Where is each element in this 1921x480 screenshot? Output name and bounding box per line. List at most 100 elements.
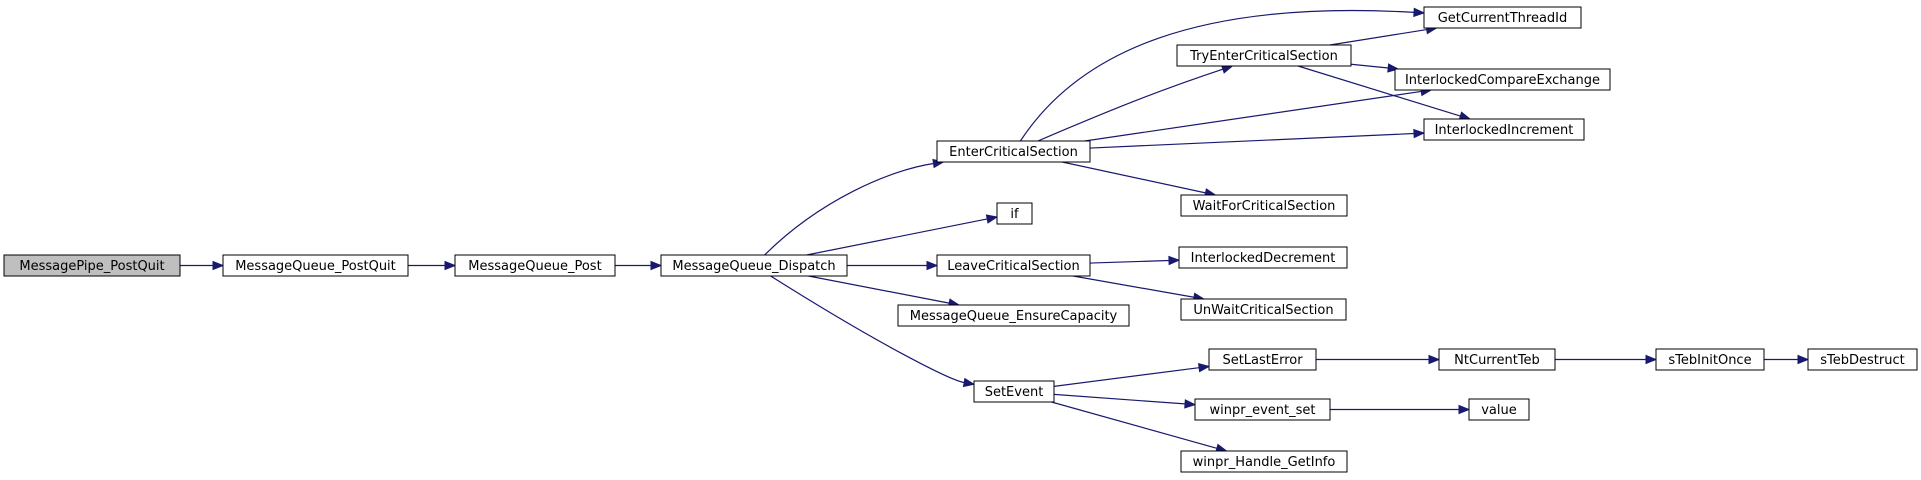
node-message-queue-post[interactable]: MessageQueue_Post xyxy=(454,254,616,277)
node-interlocked-increment[interactable]: InterlockedIncrement xyxy=(1423,118,1585,141)
node-label: EnterCriticalSection xyxy=(949,145,1078,160)
arrowhead-icon xyxy=(962,377,976,388)
edge-enter-critical-section-to-interlocked-increment xyxy=(1089,128,1426,149)
node-interlocked-decrement[interactable]: InterlockedDecrement xyxy=(1178,246,1348,269)
node-box xyxy=(1438,348,1556,371)
node-label: NtCurrentTeb xyxy=(1454,353,1540,368)
node-box xyxy=(1423,118,1585,141)
node-label: MessageQueue_Dispatch xyxy=(672,259,835,274)
edge-message-pipe-post-quit-to-message-queue-post-quit xyxy=(180,260,225,271)
edges-layer xyxy=(180,7,1810,453)
node-box xyxy=(1180,450,1348,473)
arrowhead-icon xyxy=(1413,7,1426,18)
arrowhead-icon xyxy=(650,260,663,271)
node-box xyxy=(1807,348,1918,371)
node-label: InterlockedCompareExchange xyxy=(1405,73,1600,88)
node-label: InterlockedIncrement xyxy=(1435,123,1574,138)
edge-enter-critical-section-to-get-current-thread-id xyxy=(1019,7,1426,142)
edge-message-queue-dispatch-to-set-event xyxy=(770,275,976,388)
node-label: SetLastError xyxy=(1222,353,1303,368)
node-set-event[interactable]: SetEvent xyxy=(973,380,1055,403)
edge-set-event-to-winpr-event-set xyxy=(1053,393,1197,409)
edge-s-teb-init-once-to-s-teb-destruct xyxy=(1764,354,1810,365)
edge-line xyxy=(1053,393,1186,405)
node-label: SetEvent xyxy=(985,385,1044,400)
node-box xyxy=(996,202,1033,225)
node-message-queue-post-quit[interactable]: MessageQueue_PostQuit xyxy=(222,254,409,277)
edge-line xyxy=(1037,68,1224,142)
node-winpr-event-set[interactable]: winpr_event_set xyxy=(1194,398,1331,421)
edge-winpr-event-set-to-value xyxy=(1330,404,1471,415)
node-label: winpr_Handle_GetInfo xyxy=(1193,455,1336,470)
node-label: MessageQueue_PostQuit xyxy=(235,259,396,274)
node-leave-critical-section[interactable]: LeaveCriticalSection xyxy=(936,254,1091,277)
node-wait-for-critical-section[interactable]: WaitForCriticalSection xyxy=(1180,194,1348,217)
edge-line xyxy=(764,162,934,256)
node-label: MessagePipe_PostQuit xyxy=(19,259,164,274)
edge-line xyxy=(1089,259,1170,264)
edge-line xyxy=(1084,90,1422,142)
node-box xyxy=(222,254,409,277)
edge-line xyxy=(1053,367,1200,387)
edge-message-queue-dispatch-to-leave-critical-section xyxy=(847,260,939,271)
edge-set-last-error-to-nt-current-teb xyxy=(1316,354,1441,365)
node-s-teb-init-once[interactable]: sTebInitOnce xyxy=(1655,348,1765,371)
node-label: InterlockedDecrement xyxy=(1191,251,1336,266)
node-message-pipe-post-quit[interactable]: MessagePipe_PostQuit xyxy=(3,254,181,277)
edge-line xyxy=(770,275,965,384)
node-box xyxy=(454,254,616,277)
edge-line xyxy=(1350,63,1389,69)
node-label: value xyxy=(1481,403,1517,418)
edge-message-queue-dispatch-to-if xyxy=(806,214,999,256)
edge-line xyxy=(1019,9,1415,142)
node-message-queue-dispatch[interactable]: MessageQueue_Dispatch xyxy=(660,254,848,277)
node-box xyxy=(1194,398,1331,421)
node-label: sTebDestruct xyxy=(1820,353,1904,368)
node-box xyxy=(1208,348,1317,371)
node-value[interactable]: value xyxy=(1468,398,1530,421)
edge-try-enter-critical-section-to-get-current-thread-id xyxy=(1329,24,1438,46)
arrowhead-icon xyxy=(1797,354,1810,365)
node-label: sTebInitOnce xyxy=(1668,353,1751,368)
node-un-wait-critical-section[interactable]: UnWaitCriticalSection xyxy=(1180,298,1347,321)
node-label: winpr_event_set xyxy=(1210,403,1316,418)
arrowhead-icon xyxy=(1458,404,1471,415)
node-label: TryEnterCriticalSection xyxy=(1189,49,1338,64)
edge-line xyxy=(1297,65,1461,117)
node-label: MessageQueue_EnsureCapacity xyxy=(910,309,1118,324)
node-enter-critical-section[interactable]: EnterCriticalSection xyxy=(936,140,1091,163)
node-get-current-thread-id[interactable]: GetCurrentThreadId xyxy=(1423,6,1582,29)
node-set-last-error[interactable]: SetLastError xyxy=(1208,348,1317,371)
node-box xyxy=(936,140,1091,163)
edge-try-enter-critical-section-to-interlocked-compare-exchange xyxy=(1350,63,1400,73)
arrowhead-icon xyxy=(1428,354,1441,365)
node-box xyxy=(1180,194,1348,217)
edge-message-queue-dispatch-to-message-queue-ensure-capacity xyxy=(808,275,961,308)
node-interlocked-compare-exchange[interactable]: InterlockedCompareExchange xyxy=(1394,68,1611,91)
node-s-teb-destruct[interactable]: sTebDestruct xyxy=(1807,348,1918,371)
arrowhead-icon xyxy=(985,214,999,224)
node-box xyxy=(936,254,1091,277)
edge-line xyxy=(808,275,950,304)
arrowhead-icon xyxy=(1413,128,1426,139)
node-if[interactable]: if xyxy=(996,202,1033,225)
node-message-queue-ensure-capacity[interactable]: MessageQueue_EnsureCapacity xyxy=(897,304,1130,327)
node-box xyxy=(1180,298,1347,321)
arrowhead-icon xyxy=(1387,63,1400,73)
arrowhead-icon xyxy=(212,260,225,271)
node-label: WaitForCriticalSection xyxy=(1193,199,1336,214)
node-try-enter-critical-section[interactable]: TryEnterCriticalSection xyxy=(1176,44,1352,67)
edge-message-queue-post-to-message-queue-dispatch xyxy=(615,260,663,271)
node-box xyxy=(1423,6,1582,29)
edge-line xyxy=(1089,132,1415,149)
node-nt-current-teb[interactable]: NtCurrentTeb xyxy=(1438,348,1556,371)
node-box xyxy=(1176,44,1352,67)
edge-leave-critical-section-to-interlocked-decrement xyxy=(1089,255,1181,266)
edge-line xyxy=(806,218,988,256)
node-label: MessageQueue_Post xyxy=(468,259,601,274)
node-winpr-handle-get-info[interactable]: winpr_Handle_GetInfo xyxy=(1180,450,1348,473)
node-box xyxy=(973,380,1055,403)
node-box xyxy=(3,254,181,277)
node-label: LeaveCriticalSection xyxy=(947,259,1079,274)
